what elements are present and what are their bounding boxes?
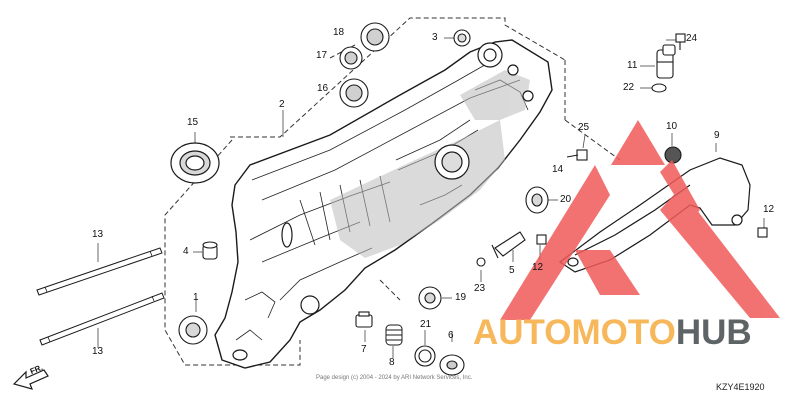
part-label-20: 20 (560, 194, 572, 205)
stud-bolts (36, 247, 165, 346)
drain-plug-7 (355, 311, 373, 328)
part-label-25: 25 (578, 122, 590, 133)
part-label-6: 6 (448, 330, 454, 341)
part-label-17: 17 (316, 50, 328, 61)
watermark-brand-hub: HUB (675, 313, 752, 352)
part-label-2: 2 (279, 99, 285, 110)
bearing-15 (170, 142, 220, 184)
part-label-10: 10 (666, 121, 678, 132)
watermark-brand-text: AUTOMOTOHUB (473, 315, 752, 350)
bearing-18 (360, 22, 390, 52)
grommet-10 (664, 146, 682, 164)
part-label-15: 15 (187, 117, 199, 128)
part-label-16: 16 (317, 83, 329, 94)
washer-21 (414, 345, 436, 367)
seal-19 (418, 286, 442, 310)
part-label-12-right: 12 (763, 204, 775, 215)
part-label-12-left: 12 (532, 262, 544, 273)
bolt-24 (675, 33, 686, 50)
part-label-19: 19 (455, 292, 467, 303)
watermark-triangle-icon (500, 120, 780, 320)
front-direction-arrow-icon (12, 369, 49, 390)
seal-17 (339, 46, 363, 70)
bearing-16 (339, 78, 369, 108)
part-label-22: 22 (623, 82, 635, 93)
clamp-5 (491, 231, 526, 259)
part-label-4: 4 (183, 246, 189, 257)
part-label-3: 3 (432, 32, 438, 43)
bolt-14-25 (566, 149, 588, 161)
part-label-1: 1 (193, 292, 199, 303)
watermark-brand-auto: AUTOMOTO (473, 313, 676, 352)
part-label-13-lower: 13 (92, 346, 104, 357)
part-label-7: 7 (361, 344, 367, 355)
bolt-12 (536, 227, 768, 245)
part-label-8: 8 (389, 357, 395, 368)
dashed-group-outline (164, 17, 621, 366)
clip-23 (476, 257, 486, 267)
part-label-11: 11 (627, 60, 638, 71)
part-label-21: 21 (420, 319, 432, 330)
part-label-14: 14 (552, 164, 564, 175)
speed-sensor-11 (656, 44, 676, 79)
seal-1 (178, 315, 208, 345)
spring-8 (385, 324, 403, 346)
leader-lines (97, 37, 765, 358)
housing-bearing-boss (232, 42, 534, 361)
diagram-code: KZY4E1920 (716, 382, 765, 392)
part-label-5: 5 (509, 265, 515, 276)
part-label-13-upper: 13 (92, 229, 104, 240)
o-ring-22 (651, 83, 667, 93)
copyright-footer: Page design (c) 2004 - 2024 by ARI Netwo… (316, 375, 473, 381)
part-label-18: 18 (333, 27, 345, 38)
part-label-24: 24 (686, 33, 698, 44)
bushing-3 (453, 29, 471, 47)
dowel-pin-4 (202, 241, 218, 260)
seal-20 (525, 186, 549, 214)
bolt-6 (439, 354, 465, 376)
part-label-23: 23 (474, 283, 486, 294)
part-label-9: 9 (714, 130, 720, 141)
